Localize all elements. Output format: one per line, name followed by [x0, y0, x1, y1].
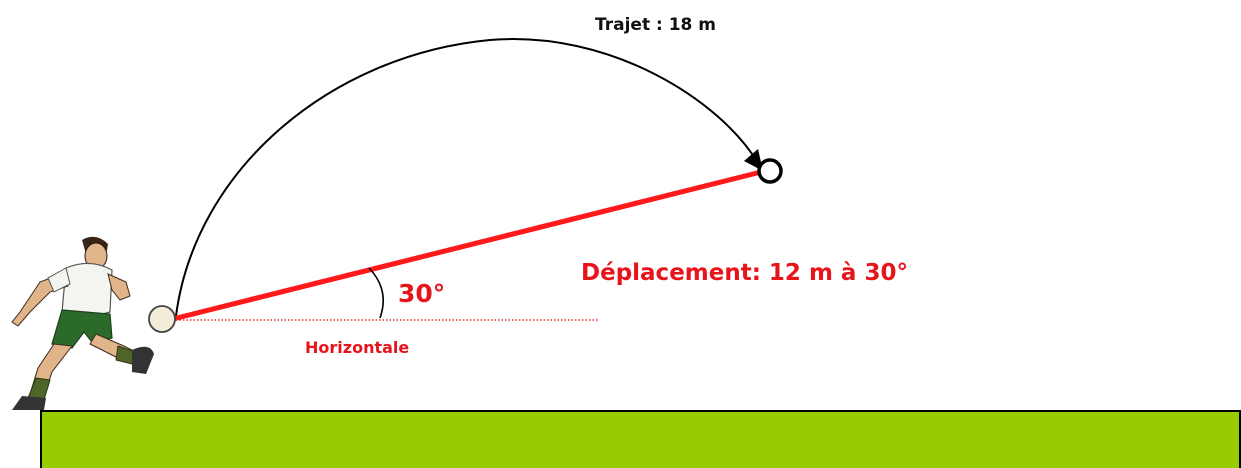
ground [40, 410, 1241, 468]
displacement-line [170, 169, 764, 322]
displacement-label: Déplacement: 12 m à 30° [581, 260, 908, 286]
angle-arc [368, 267, 384, 319]
angle-label: 30° [398, 279, 445, 308]
soccer-player-icon [11, 236, 154, 410]
ground-field [40, 411, 1241, 468]
arrowhead-icon [744, 149, 763, 171]
trajectory-curve [175, 38, 759, 317]
path-length-label: Trajet : 18 m [595, 15, 716, 35]
horizontal-label: Horizontale [305, 338, 409, 357]
target-circle-icon [757, 158, 783, 184]
soccer-ball-icon [148, 305, 176, 333]
